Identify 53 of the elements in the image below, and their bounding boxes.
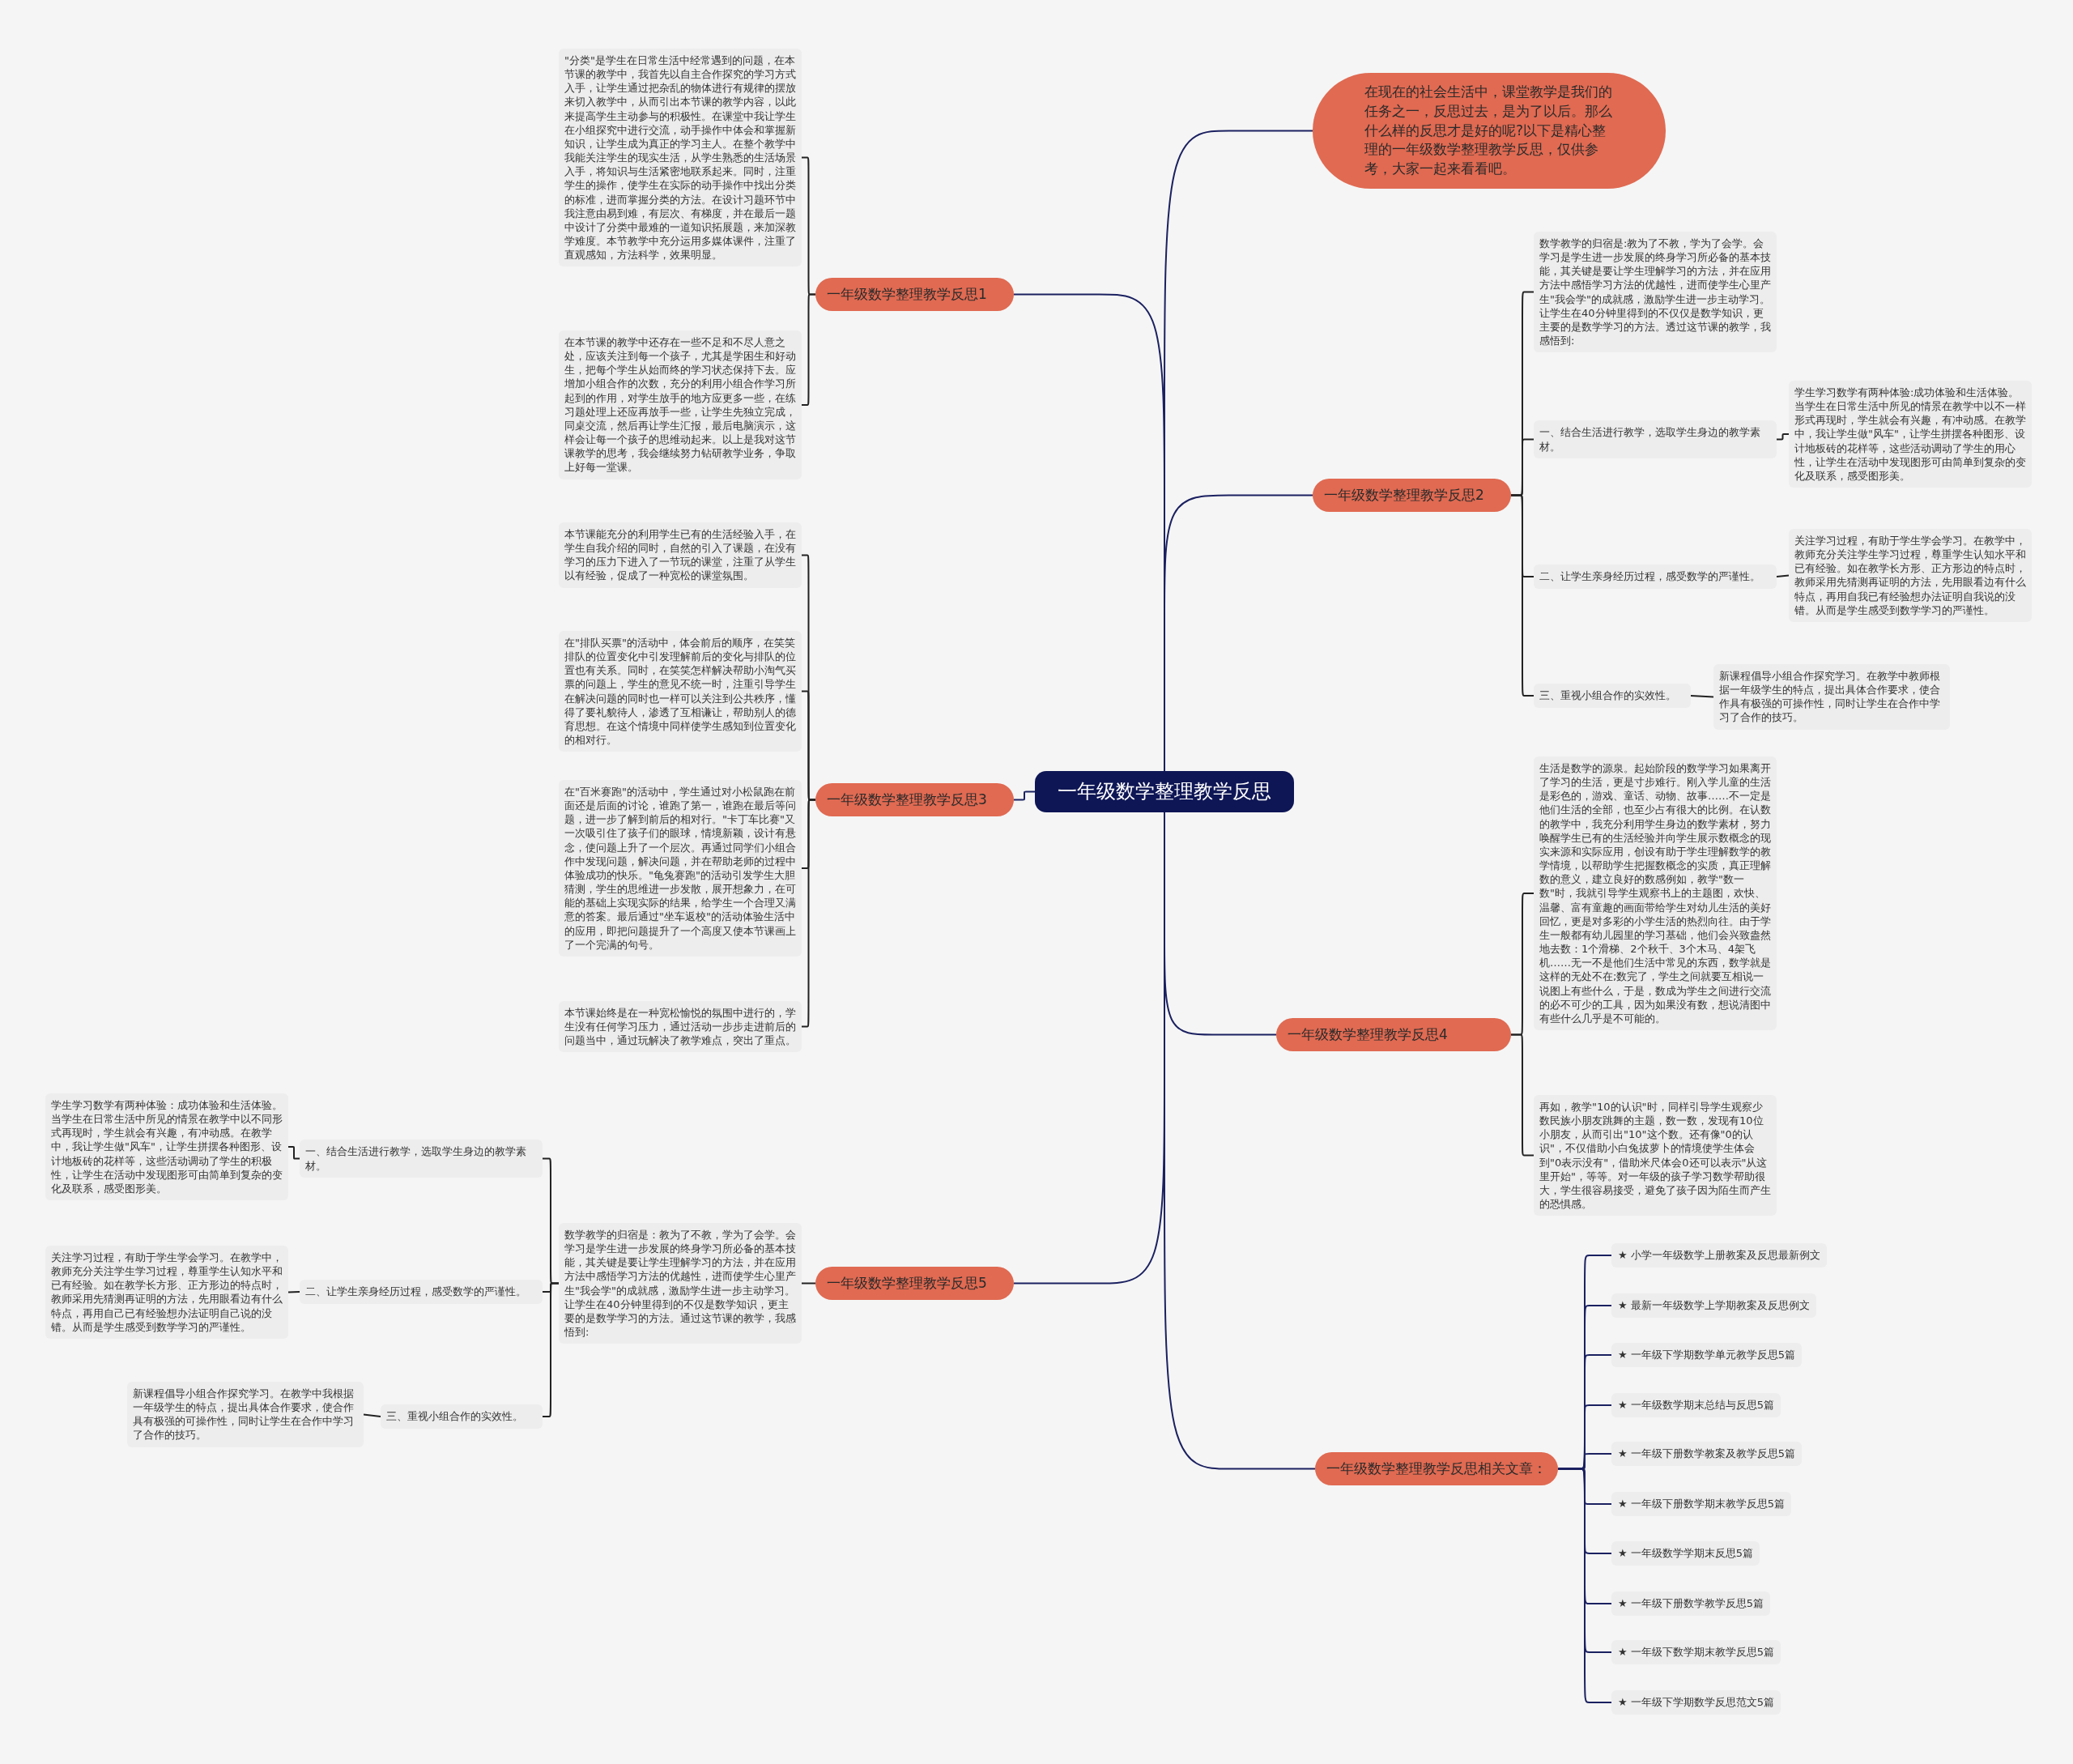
connector-line [363, 1413, 381, 1417]
text-card: 关注学习过程，有助于学生学会学习。在教学中，教师充分关注学生学习过程，尊重学生认知水平和已有经验。如在教学长方形、正方形边的特点时，教师采用先猜测再证明的方法，先用眼看边有什么特点，再用自己已有经验想办法证明自己说的没错。从而是学生感受到数学学习的严谨性。 [45, 1246, 288, 1339]
connector-line [1510, 494, 1535, 697]
text-card: 学生学习数学有两种体验：成功体验和生活体验。当学生在日常生活中所见的情景在教学中以不同形式再现时，学生就会有兴趣，有冲动感。在教学中，我让学生做"风车"，让学生拼摆各种图形、设计地板砖的花样等，这些活动调动了学生的积极性，让学生在活动中发现图形可由简单到复杂的变化及联系，感受图形美。 [45, 1093, 288, 1201]
central-topic: 一年级数学整理教学反思 [1035, 771, 1294, 813]
subtopic: 二、让学生亲身经历过程，感受数学的严谨性。 [1534, 565, 1777, 589]
connector-line [1776, 433, 1790, 441]
connector-line [1013, 790, 1036, 801]
article-link: ★ 一年级下数学期末教学反思5篇 [1611, 1640, 1781, 1664]
text-card: 新课程倡导小组合作探究学习。在教学中我根据一年级学生的特点，提出具体合作要求，使合作具有极强的可操作性，同时让学生在合作中学习了合作的技巧。 [127, 1382, 364, 1447]
article-link: ★ 一年级数学期末总结与反思5篇 [1611, 1393, 1781, 1417]
article-link: ★ 一年级下学期数学反思范文5篇 [1611, 1690, 1781, 1715]
connector-line [287, 1291, 300, 1293]
intro-bubble: 在现在的社会生活中，课堂教学是我们的任务之一，反思过去，是为了以后。那么什么样的反思才是好的呢?以下是精心整理的一年级数学整理教学反思，仅供参考，大家一起来看看吧。 [1313, 73, 1666, 189]
article-link: ★ 一年级数学学期末反思5篇 [1611, 1541, 1760, 1566]
connector-line [801, 799, 816, 1028]
text-card: 在"排队买票"的活动中，体会前后的顺序，在笑笑排队的位置变化中引发理解前后的变化与排队的位置也有关系。同时，在笑笑怎样解决帮助小淘气买票的问题上，学生的意见不统一时，注重引导学生在解决问题的同时也一样可以关注到公共秩序，懂得了要礼貌待人，渗透了互相谦让，帮助别人的德育思想。在这个情境中同样使学生感知到位置变化的相对行。 [559, 631, 802, 752]
connector-line [1690, 695, 1714, 698]
text-card: "分类"是学生在日常生活中经常遇到的问题，在本节课的教学中，我首先以自主合作探究的学习方式入手，让学生通过把杂乱的物体进行有规律的摆放来切入教学中，从而引出本节课的教学内容，以此来提高学生主动参与的积极性。在课堂中我让学生在小组探究中进行交流，动手操作中体会和掌握新知识，让学生成为真正的学习主人。在整个教学中我能关注学生的现实生活，从学生熟悉的生活场景入手，将知识与生活紧密地联系起来。同时，注重学生的操作，使学生在实际的动手操作中找出分类的标准，进而掌握分类的方法。在设计习题环节中我注意由易到难，有层次、有梯度，并在最后一题中设计了分类中最难的一道知识拓展题，来加深教学难度。本节教学中充分运用多媒体课件，注重了直观感知，方法科学，效果明显。 [559, 49, 802, 267]
subtopic: 一、结合生活进行教学，选取学生身边的教学素材。 [300, 1140, 543, 1178]
branch-topic: 一年级数学整理教学反思3 [815, 783, 1014, 816]
text-card: 新课程倡导小组合作探究学习。在教学中教师根据一年级学生的特点，提出具体合作要求，使合作具有极强的可操作性，同时让学生在合作中学习了合作的技巧。 [1713, 664, 1950, 730]
article-link: ★ 一年级下学期数学单元教学反思5篇 [1611, 1343, 1803, 1367]
branch-topic: 一年级数学整理教学反思2 [1313, 479, 1511, 512]
text-card: 数学教学的归宿是:教为了不教，学为了会学。会学习是学生进一步发展的终身学习所必备的基本技能，其关键是要让学生理解学习的方法，并在应用方法中感悟学习方法的优越性，进而使学生心里产生"我会学"的成就感，激励学生进一步主动学习。让学生在40分钟里得到的不仅仅是数学知识，更主要的是数学学习的方法。透过这节课的教学，我感悟到: [1534, 232, 1777, 353]
article-link: ★ 小学一年级数学上册教案及反思最新例文 [1611, 1243, 1827, 1268]
connector-line [287, 1146, 300, 1160]
subtopic: 三、重视小组合作的实效性。 [381, 1404, 543, 1429]
connector-line [801, 293, 816, 406]
text-card: 数学教学的归宿是：教为了不教，学为了会学。会学习是学生进一步发展的终身学习所必备的基本技能，其关键是要让学生理解学习的方法，并在应用方法中感悟学习方法的优越性，进而使学生心里产生"我会学"的成就感，激励学生进一步主动学习。让学生在40分钟里得到的不仅是数学知识，更主要的是数学学习的方法。通过这节课的教学，我感悟到: [559, 1223, 802, 1344]
connector-line [1510, 1033, 1535, 1157]
text-card: 本节课能充分的利用学生已有的生活经验入手，在学生自我介绍的同时，自然的引入了课题，在没有学习的压力下进入了一节玩的课堂，注重了从学生以有经验，促成了一种宽松的课堂氛围。 [559, 522, 802, 588]
connector-line [1776, 574, 1790, 577]
text-card: 学生学习数学有两种体验:成功体验和生活体验。当学生在日常生活中所见的情景在教学中以不一样形式再现时，学生就会有兴趣，有冲动感。在教学中，我让学生做"风车"，让学生拼摆各种图形、设计地板砖的花样等，这些活动调动了学生的用心性，让学生在活动中发现图形可由简单到复杂的变化及联系，感受图形美。 [1789, 381, 2032, 488]
branch-topic: 一年级数学整理教学反思5 [815, 1267, 1014, 1300]
article-link: ★ 最新一年级数学上学期教案及反思例文 [1611, 1293, 1816, 1318]
branch-topic: 一年级数学整理教学反思相关文章： [1315, 1452, 1558, 1485]
text-card: 再如，教学"10的认识"时，同样引导学生观察少数民族小朋友跳舞的主题，数一数，发现有10位小朋友，从而引出"10"这个数。还有像"0的认识"，不仅借助小白兔拔萝卜的情境使学生体会到"0表示没有"，借助米尺体会0还可以表示"从这里开始"，等等。对一年级的孩子学习数学帮助很大，学生很容易接受，避免了孩子因为陌生而产生的恐惧感。 [1534, 1095, 1777, 1216]
subtopic: 三、重视小组合作的实效性。 [1534, 684, 1691, 708]
text-card: 生活是数学的源泉。起始阶段的数学学习如果离开了学习的生活，更是寸步难行。刚入学儿童的生活是彩色的，游戏、童话、动物、故事……不一定是他们生活的全部，也至少占有很大的比例。在认数的教学中，我充分利用学生身边的数学素材，努力唤醒学生已有的生活经验并向学生展示数概念的现实来源和实际应用，创设有助于学生理解数学的教学情境，以帮助学生把握数概念的实质，真正理解数的意义，建立良好的数感例如，教学"数一数"时，我就引导学生观察书上的主题图，欢快、温馨、富有童趣的画面带给学生对幼儿生活的美好回忆，更是对多彩的小学生活的热烈向往。由于学生一般都有幼儿园里的学习基础，他们会兴致盎然地去数：1个滑梯、2个秋千、3个木马、4架飞机……无一不是他们生活中常见的东西，数学就是这样的无处不在;数完了，学生之间就要互相说一说图上有些什么，于是，数成为学生之间进行交流的必不可少的工具，因为如果没有数，想说清图中有些什么几乎是不可能的。 [1534, 756, 1777, 1030]
text-card: 关注学习过程，有助于学生学会学习。在教学中，教师充分关注学生学习过程，尊重学生认知水平和已有经验。如在教学长方形、正方形边的特点时，教师采用先猜测再证明的方法，先用眼看边有什么特点，再用自我已有经验想办法证明自我说的没错。从而是学生感受到数学学习的严谨性。 [1789, 529, 2032, 622]
text-card: 在本节课的教学中还存在一些不足和不尽人意之处，应该关注到每一个孩子，尤其是学困生和好动生，把每个学生从始而终的学习状态保持下去。应增加小组合作的次数，充分的利用小组合作学习所起到的作用，对学生放手的地方应更多一些，在练习题处理上还应再放手一些，让学生先独立完成，同桌交流，然后再让学生汇报，最后电脑演示，这样会让每一个孩子的思维动起来。以上是我对这节课教学的思考，我会继续努力钻研教学业务，争取上好每一堂课。 [559, 330, 802, 479]
article-link: ★ 一年级下册数学期末教学反思5篇 [1611, 1492, 1792, 1516]
connector-line [801, 1282, 816, 1285]
branch-topic: 一年级数学整理教学反思1 [815, 278, 1014, 311]
subtopic: 二、让学生亲身经历过程，感受数学的严谨性。 [300, 1280, 543, 1304]
subtopic: 一、结合生活进行教学，选取学生身边的教学素材。 [1534, 420, 1777, 459]
article-link: ★ 一年级下册数学教学反思5篇 [1611, 1591, 1771, 1616]
text-card: 在"百米赛跑"的活动中，学生通过对小松鼠跑在前面还是后面的讨论，谁跑了第一，谁跑在最后等问题，进一步了解到前后的相对行。"卡丁车比赛"又一次吸引住了孩子们的眼球，情境新颖，设计有悬念，使问题上升了一个层次。再通过同学们小组合作中发现问题，解决问题，并在帮助老师的过程中体验成功的快乐。"龟兔赛跑"的活动引发学生大胆猜测，学生的思维进一步发散，展开想象力，在可能的基础上实现实际的结果，给学生一个合理又满意的答案。最后通过"坐车返校"的活动体验生活中的应用，即把问题提升了一个高度又使本节课画上了一个完满的句号。 [559, 780, 802, 957]
text-card: 本节课始终是在一种宽松愉悦的氛围中进行的，学生没有任何学习压力，通过活动一步步走进前后的问题当中，通过玩解决了教学难点，突出了重点。 [559, 1001, 802, 1053]
connector-line [1557, 1468, 1612, 1703]
branch-topic: 一年级数学整理教学反思4 [1276, 1018, 1511, 1051]
article-link: ★ 一年级下册数学教案及教学反思5篇 [1611, 1442, 1803, 1466]
